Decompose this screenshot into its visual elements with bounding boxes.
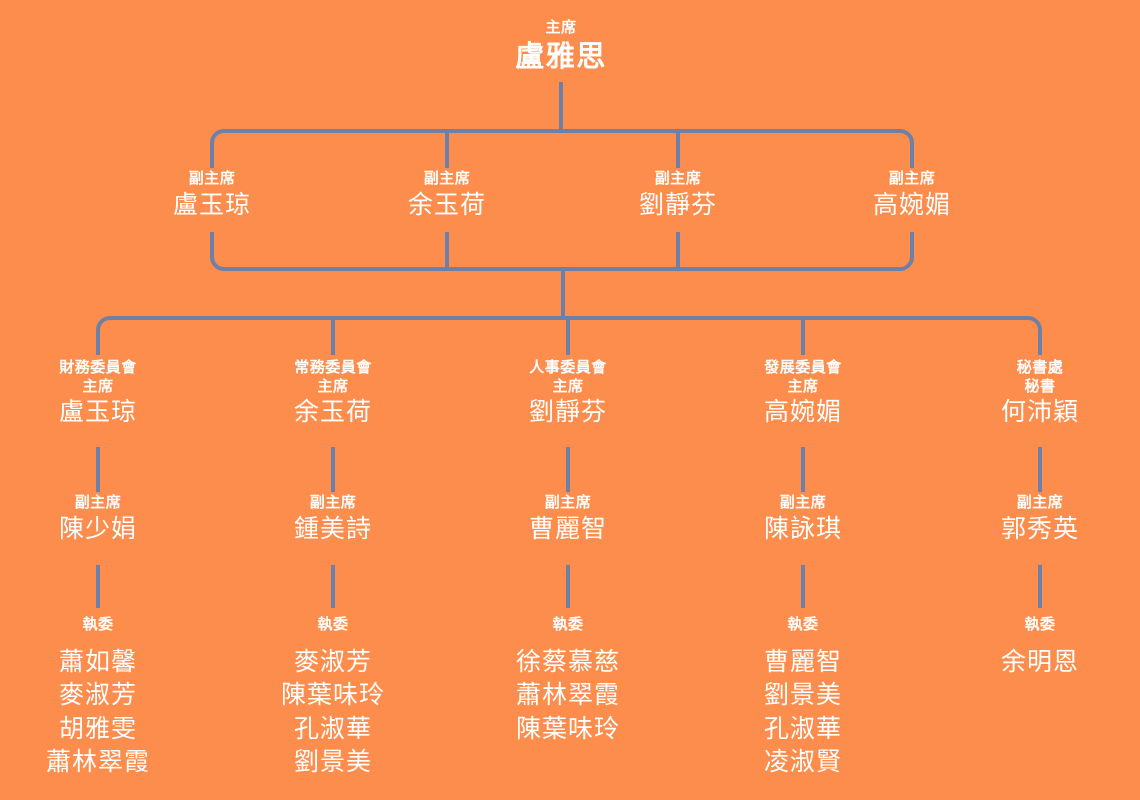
members-development: 執委 曹麗智 劉景美 孔淑華 凌淑賢	[723, 613, 883, 779]
node-name: 劉靜芬	[638, 190, 717, 219]
node-name: 高婉媚	[763, 397, 842, 426]
node-role: 副主席	[779, 494, 827, 511]
members-role: 執委	[552, 616, 584, 633]
node-role: 副主席	[309, 494, 357, 511]
node-vice-chair-2[interactable]: 副主席 余玉荷	[367, 171, 527, 218]
member-name: 蕭如馨	[58, 648, 137, 676]
node-committee-standing[interactable]: 常務委員會 主席 余玉荷	[253, 360, 413, 425]
node-role: 副主席	[888, 170, 936, 187]
members-finance: 執委 蕭如馨 麥淑芳 胡雅雯 蕭林翠霞	[18, 613, 178, 779]
member-name: 陳葉味玲	[515, 714, 620, 743]
node-name: 高婉媚	[872, 190, 951, 219]
member-name: 凌淑賢	[763, 747, 842, 776]
node-role: 秘書	[1024, 377, 1056, 395]
members-role: 執委	[317, 616, 349, 633]
members-role: 執委	[82, 616, 114, 633]
node-vice-chair-3[interactable]: 副主席 劉靜芬	[598, 171, 758, 218]
node-committee-personnel[interactable]: 人事委員會 主席 劉靜芬	[488, 360, 648, 425]
node-deputy-secretariat[interactable]: 副主席 郭秀英	[960, 495, 1120, 542]
member-name: 麥淑芳	[58, 681, 137, 710]
member-name: 蕭林翠霞	[45, 747, 150, 776]
members-personnel: 執委 徐蔡慕慈 蕭林翠霞 陳葉味玲	[488, 613, 648, 746]
committee-unit: 秘書處	[1016, 359, 1064, 376]
member-name: 孔淑華	[293, 714, 372, 743]
node-name: 盧玉琼	[58, 397, 137, 426]
node-role: 主席	[787, 377, 819, 395]
member-name: 徐蔡慕慈	[515, 648, 620, 676]
node-role: 主席	[317, 377, 349, 395]
member-name: 麥淑芳	[293, 648, 372, 676]
node-role: 副主席	[1016, 494, 1064, 511]
node-vice-chair-4[interactable]: 副主席 高婉媚	[832, 171, 992, 218]
node-name: 余玉荷	[407, 190, 486, 219]
node-vice-chair-1[interactable]: 副主席 盧玉琼	[132, 171, 292, 218]
member-name: 劉景美	[293, 747, 372, 776]
node-name: 曹麗智	[528, 514, 607, 543]
members-role: 執委	[787, 616, 819, 633]
line-vc-bottom-bracket	[210, 232, 914, 271]
node-committee-secretariat[interactable]: 秘書處 秘書 何沛穎	[960, 360, 1120, 425]
node-name: 陳少娟	[58, 514, 137, 543]
node-deputy-personnel[interactable]: 副主席 曹麗智	[488, 495, 648, 542]
member-name: 胡雅雯	[58, 714, 137, 743]
node-committee-finance[interactable]: 財務委員會 主席 盧玉琼	[18, 360, 178, 425]
committee-unit: 常務委員會	[294, 359, 372, 376]
node-role: 主席	[545, 19, 577, 36]
node-name: 何沛穎	[1000, 397, 1079, 426]
members-role: 執委	[1024, 616, 1056, 633]
node-role: 副主席	[654, 170, 702, 187]
members-secretariat: 執委 余明恩	[960, 613, 1120, 679]
node-committee-development[interactable]: 發展委員會 主席 高婉媚	[723, 360, 883, 425]
node-deputy-finance[interactable]: 副主席 陳少娟	[18, 495, 178, 542]
member-name: 劉景美	[763, 681, 842, 710]
node-role: 副主席	[544, 494, 592, 511]
line-vc-bracket	[210, 129, 914, 168]
member-name: 余明恩	[1000, 648, 1079, 676]
node-name: 劉靜芬	[528, 397, 607, 426]
committee-unit: 財務委員會	[59, 359, 137, 376]
node-name: 盧雅思	[515, 40, 607, 73]
line-committee-bracket	[96, 316, 1042, 355]
node-name: 郭秀英	[1000, 514, 1079, 543]
member-name: 蕭林翠霞	[515, 681, 620, 710]
node-name: 陳詠琪	[763, 514, 842, 543]
committee-unit: 發展委員會	[764, 359, 842, 376]
node-role: 主席	[552, 377, 584, 395]
members-standing: 執委 麥淑芳 陳葉味玲 孔淑華 劉景美	[253, 613, 413, 779]
node-role: 副主席	[74, 494, 122, 511]
node-role: 副主席	[188, 170, 236, 187]
node-role: 主席	[82, 377, 114, 395]
member-name: 陳葉味玲	[280, 681, 385, 710]
node-deputy-development[interactable]: 副主席 陳詠琪	[723, 495, 883, 542]
node-name: 余玉荷	[293, 397, 372, 426]
node-role: 副主席	[423, 170, 471, 187]
committee-unit: 人事委員會	[529, 359, 607, 376]
member-name: 孔淑華	[763, 714, 842, 743]
node-deputy-standing[interactable]: 副主席 鍾美詩	[253, 495, 413, 542]
member-name: 曹麗智	[763, 648, 842, 676]
node-name: 鍾美詩	[293, 514, 372, 543]
node-chairperson[interactable]: 主席 盧雅思	[441, 20, 681, 72]
node-name: 盧玉琼	[172, 190, 251, 219]
